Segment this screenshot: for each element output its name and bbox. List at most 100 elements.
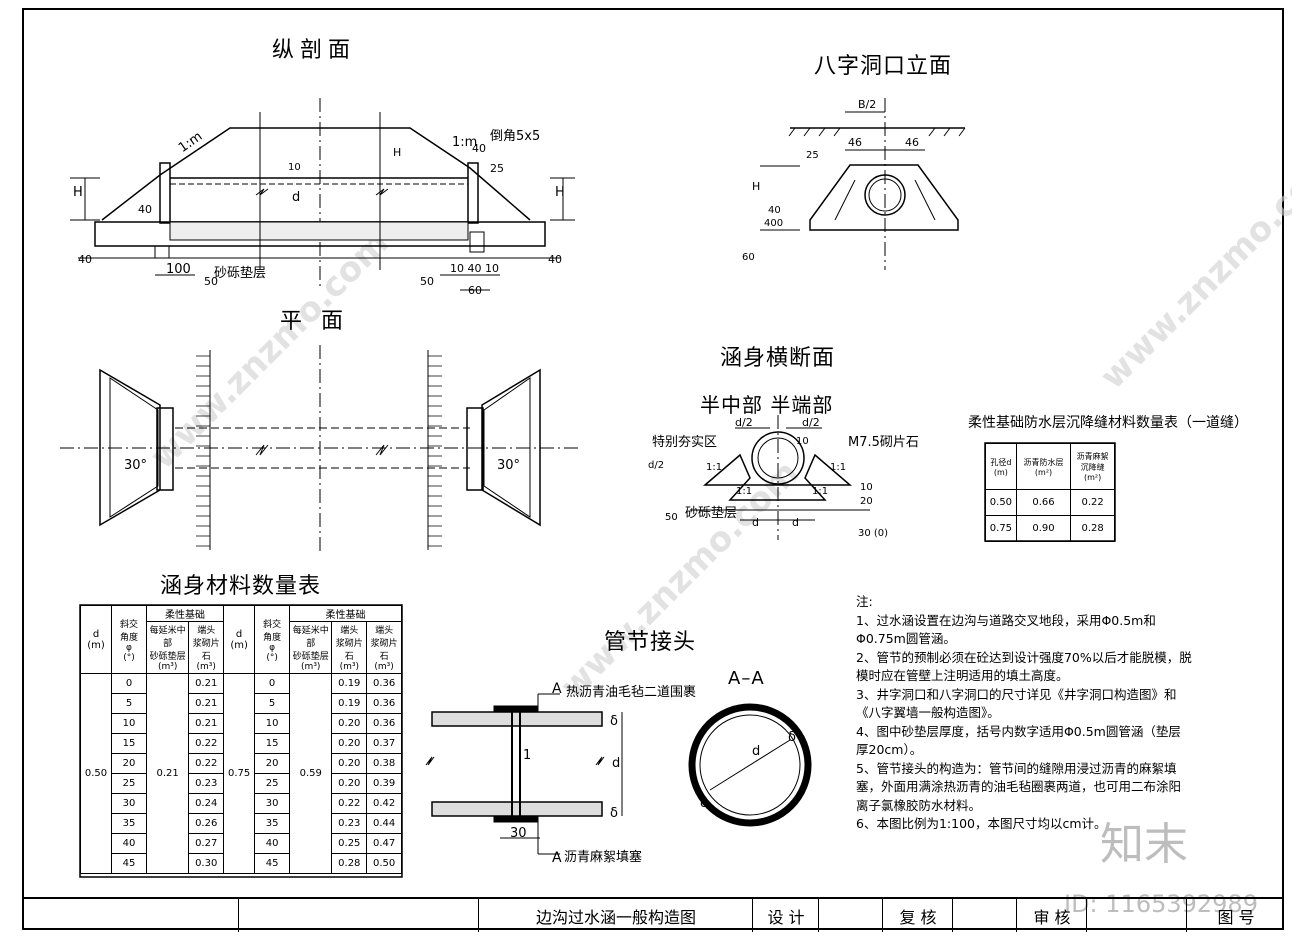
- title-cross-section: 涵身横断面: [720, 346, 836, 371]
- note-line: 6、本图比例为1:100，本图尺寸均以cm计。: [856, 816, 1107, 831]
- dim-40: 40: [138, 203, 152, 216]
- slope-label: 1:1: [830, 462, 847, 473]
- slope-label: 1:m: [452, 135, 478, 150]
- title-block-blank: [238, 899, 479, 932]
- dim-50: 50: [204, 275, 218, 288]
- dim-delta: δ: [610, 714, 618, 729]
- title-block: 边沟过水涵一般构造图 设 计 复 核 审 核 图 号: [22, 897, 1284, 932]
- drawing-name: 边沟过水涵一般构造图: [478, 899, 753, 932]
- section-mark-a: A: [552, 681, 562, 697]
- note-line: 《八字翼墙一般构造图》。: [856, 705, 1000, 720]
- dim-40: 40: [548, 253, 562, 266]
- title-flex-table: 柔性基础防水层沉降缝材料数量表（一道缝）: [968, 415, 1248, 431]
- design-sign: [818, 899, 883, 932]
- design-label: 设 计: [752, 899, 819, 932]
- longitudinal-section: [70, 98, 575, 291]
- dim-40: 40: [78, 253, 92, 266]
- gravel-label: 砂砾垫层: [214, 266, 267, 281]
- sheet-label: 图 号: [1186, 899, 1285, 932]
- note-line: 5、管节接头的构造为：管节间的缝隙用浸过沥青的麻絮填: [856, 760, 1177, 776]
- dim-h: H: [73, 185, 83, 200]
- pipe-joint: [425, 693, 623, 855]
- dim-60: 60: [742, 252, 755, 263]
- plan-ruler-left: [196, 355, 210, 547]
- dim-delta: δ: [788, 730, 796, 745]
- note-line: 2、管节的预制必须在砼达到设计强度70%以后才能脱模，脱: [856, 649, 1192, 665]
- note-line: 1、过水涵设置在边沟与道路交叉地段，采用Φ0.5m和: [856, 612, 1156, 628]
- notes: 注: 1、过水涵设置在边沟与道路交叉地段，采用Φ0.5m和 Φ0.75m圆管涵。…: [856, 593, 1236, 834]
- title-longitudinal: 纵剖面: [272, 38, 357, 63]
- approve-sign: [1086, 899, 1187, 932]
- note-line: Φ0.75m圆管涵。: [856, 631, 956, 646]
- dim-25: 25: [806, 150, 819, 161]
- dim-40: 40: [472, 142, 486, 155]
- aa-section: [688, 703, 812, 827]
- watermark-id: ID: 1165392989: [1064, 890, 1258, 918]
- section-mark-a: A: [552, 850, 562, 866]
- dim-b2: B/2: [858, 98, 877, 111]
- title-wing-elevation: 八字洞口立面: [814, 54, 953, 79]
- dim-25: 25: [490, 162, 504, 175]
- dim-10: 10: [796, 436, 809, 447]
- dim-d: d: [612, 756, 621, 771]
- dim-1: 1: [523, 748, 532, 763]
- angle-label: 30°: [497, 458, 521, 473]
- title-material-table: 涵身材料数量表: [160, 574, 322, 599]
- angle-label: 30°: [124, 458, 148, 473]
- note-line: 塞，外面用满涂热沥青的油毛毡圈裹两道，也可用二布涂阳: [856, 779, 1182, 794]
- dim-10: 10: [288, 162, 301, 173]
- title-joint: 管节接头: [604, 630, 697, 655]
- wing-elevation: [760, 98, 966, 270]
- dim-400: 400: [764, 218, 784, 229]
- dim-h: H: [752, 180, 761, 193]
- review-sign: [952, 899, 1017, 932]
- dim-d2: d/2: [648, 460, 665, 471]
- review-label: 复 核: [882, 899, 953, 932]
- slope-label: 1:1: [736, 486, 753, 497]
- wrap-label: 热沥青油毛毡二道围裹: [566, 685, 697, 700]
- dim-h: H: [555, 185, 565, 200]
- dim-d: d: [752, 744, 761, 759]
- plan-ruler-right: [428, 355, 442, 547]
- material-table: d (m) 斜交 角度 φ (°) 柔性基础 d (m) 斜交 角度 φ (°)…: [80, 605, 402, 874]
- gravel-label: 砂砾垫层: [685, 506, 738, 521]
- note-line: 注:: [856, 594, 873, 609]
- masonry-label: M7.5砌片石: [848, 435, 919, 450]
- title-plan: 平 面: [280, 309, 349, 334]
- dim-40: 40: [768, 205, 781, 216]
- dim-d2: d/2: [735, 416, 753, 429]
- dim-46: 46: [905, 136, 919, 149]
- slope-label: 1:1: [706, 462, 723, 473]
- dim-100: 100: [166, 262, 191, 277]
- half-labels: 半中部 半端部: [700, 393, 834, 417]
- watermark-brand: 知末: [1100, 819, 1188, 870]
- dim-46: 46: [848, 136, 862, 149]
- dim-bottom: 10 40 10: [450, 262, 499, 275]
- note-line: 4、图中砂垫层厚度，括号内数字适用Φ0.5m圆管涵（垫层: [856, 723, 1181, 739]
- fill-label: 沥青麻絮填塞: [564, 850, 643, 865]
- dim-delta: δ: [610, 806, 618, 821]
- note-line: 3、井字洞口和八字洞口的尺寸详见《井字洞口构造图》和: [856, 686, 1177, 702]
- dim-d2: d/2: [802, 416, 820, 429]
- drawing-frame: [22, 8, 1284, 930]
- dim-d: d: [752, 516, 759, 529]
- dim-30: 30 (0): [858, 528, 889, 539]
- dim-delta: δ: [700, 796, 708, 811]
- title-aa: A–A: [728, 668, 765, 689]
- dim-d: d: [792, 516, 799, 529]
- dim-60: 60: [468, 284, 482, 297]
- dim-20: 20: [860, 496, 873, 507]
- dim-50: 50: [665, 512, 678, 523]
- approve-label: 审 核: [1016, 899, 1087, 932]
- dim-h-top: H: [393, 146, 402, 159]
